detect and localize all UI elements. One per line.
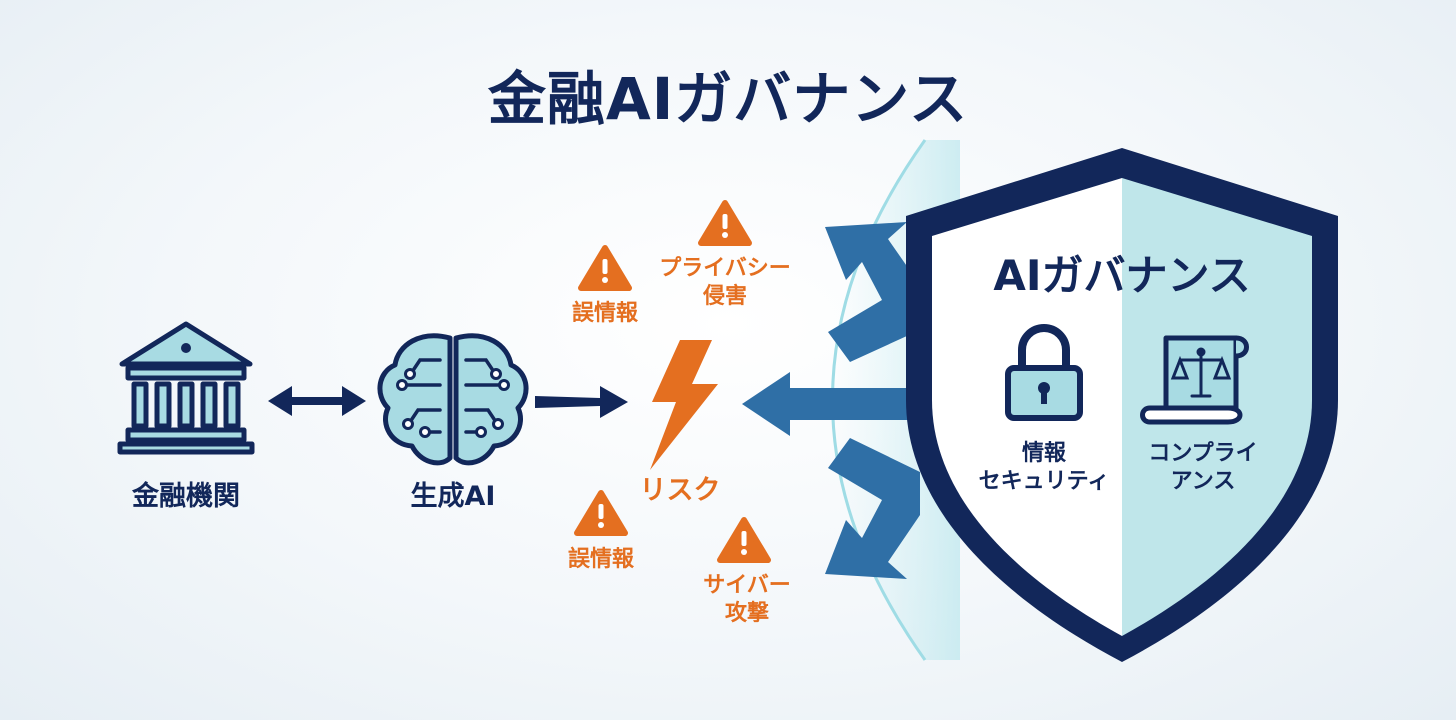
arrow-deflect-down	[825, 438, 920, 579]
label-privacy-violation: プライバシー 侵害	[659, 256, 791, 309]
arrow-to-risk	[535, 386, 628, 418]
warning-icon	[698, 200, 752, 246]
bidirectional-arrow	[268, 386, 366, 416]
deflection-arrows	[742, 222, 920, 579]
label-misinformation-top: 誤情報	[571, 301, 638, 326]
label-financial-institution: 金融機関	[132, 481, 240, 512]
label-risk: リスク	[639, 475, 721, 506]
label-generative-ai: 生成AI	[410, 481, 496, 512]
brain-icon	[377, 333, 529, 466]
label-misinformation-bottom: 誤情報	[567, 547, 634, 572]
arrow-block-left	[742, 372, 918, 436]
compliance-document-icon	[1140, 335, 1249, 425]
warning-icon	[574, 490, 628, 536]
bank-icon	[117, 321, 255, 455]
page-title: 金融AIガバナンス	[487, 65, 969, 133]
arrow-deflect-up	[825, 222, 920, 362]
shield-icon	[906, 148, 1338, 662]
warning-icon	[578, 245, 632, 291]
label-cyber-attack: サイバー 攻撃	[703, 573, 791, 626]
warning-icon	[717, 517, 771, 563]
lightning-icon	[650, 340, 718, 470]
label-information-security: 情報 セキュリティ	[978, 441, 1110, 494]
scales-icon	[1170, 347, 1232, 398]
shield-title: AIガバナンス	[993, 251, 1251, 300]
lock-icon	[1005, 324, 1083, 421]
label-compliance: コンプライ アンス	[1148, 441, 1258, 494]
